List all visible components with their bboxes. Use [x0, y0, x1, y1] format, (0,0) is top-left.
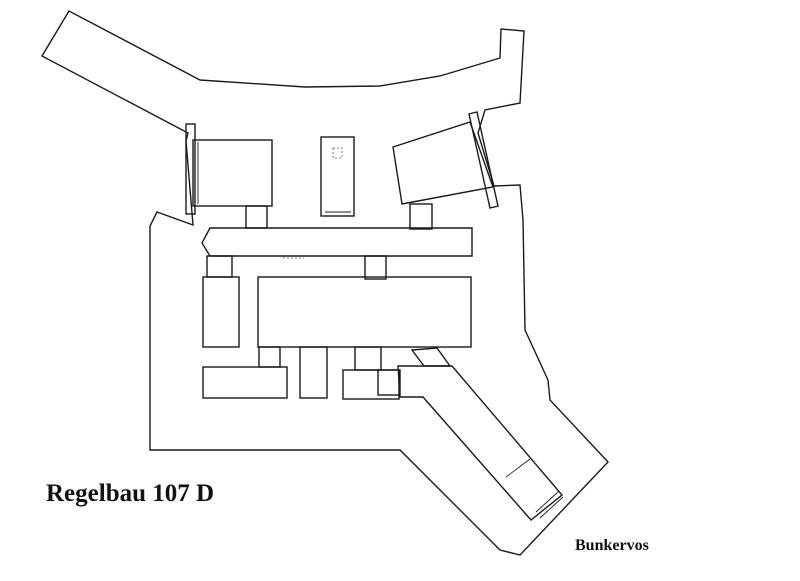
main-quarters — [257, 276, 472, 348]
left-casemate-passage — [245, 205, 268, 229]
lower-left-room — [202, 366, 288, 399]
entrance-corridor — [397, 365, 563, 521]
lower-door-niche — [377, 369, 401, 396]
right-embrasure-frame — [468, 111, 499, 209]
entrance-door-niche — [410, 347, 452, 367]
left-connector — [206, 255, 233, 278]
entrance-gate-line-2 — [535, 490, 560, 513]
left-casemate — [192, 139, 273, 207]
lower-center-passage — [299, 346, 328, 399]
right-casemate — [392, 121, 494, 205]
lower-center-connector — [354, 346, 382, 371]
entrance-gate-line-1 — [505, 458, 531, 478]
left-side-room — [202, 276, 240, 348]
outer-wall-outline — [41, 10, 609, 556]
central-observation-room — [320, 136, 355, 217]
plan-credit: Bunkervos — [575, 537, 649, 554]
right-casemate-passage — [409, 203, 433, 230]
entrance-gate-line-3 — [539, 496, 564, 519]
plan-title: Regelbau 107 D — [46, 480, 215, 507]
periscope-mark — [332, 147, 343, 159]
lower-left-connector — [258, 346, 281, 368]
left-embrasure-frame — [185, 123, 196, 215]
main-corridor — [201, 227, 473, 257]
right-connector — [364, 255, 387, 280]
